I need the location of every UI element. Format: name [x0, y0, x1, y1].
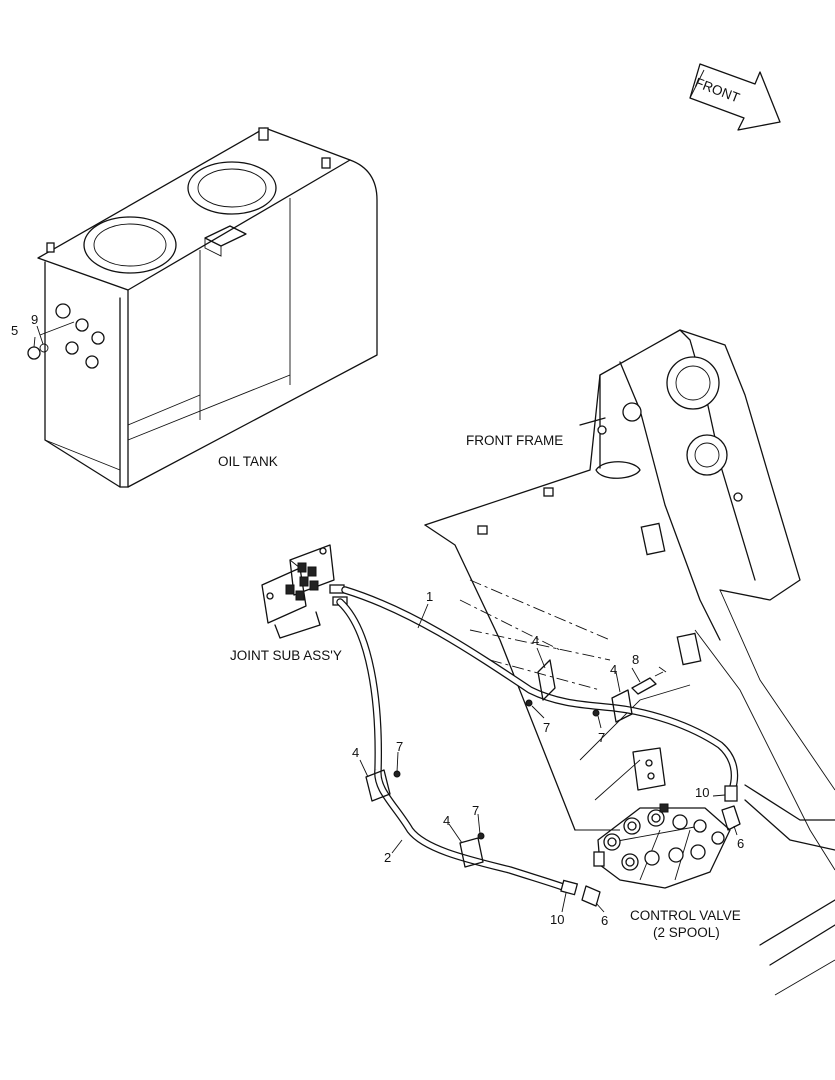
callout-9: 9 [31, 312, 38, 327]
oil-tank-label: OIL TANK [218, 454, 278, 469]
callout-8: 8 [632, 652, 639, 667]
callout-7-a: 7 [543, 720, 550, 735]
callout-4-a: 4 [532, 633, 539, 648]
frame-pivot-lower [686, 434, 728, 476]
part-8-pin [631, 666, 667, 695]
callout-7-b: 7 [598, 730, 605, 745]
tank-port-ring-left [83, 216, 177, 274]
control-valve-label: CONTROL VALVE [630, 908, 741, 923]
o-ring [39, 343, 49, 353]
callout-2: 2 [384, 850, 391, 865]
tank-port-ring-right [187, 161, 277, 215]
callout-6-lower: 6 [601, 913, 608, 928]
callout-10-upper: 10 [695, 785, 709, 800]
callout-7-d: 7 [472, 803, 479, 818]
front-label: FRONT [693, 75, 742, 106]
joint-sub-assy-label: JOINT SUB ASS'Y [230, 648, 342, 663]
drain-plug [27, 346, 41, 360]
hose-1 [341, 586, 739, 794]
callout-1: 1 [426, 589, 433, 604]
clamp-upper-left [525, 659, 556, 707]
front-direction-arrow: FRONT [689, 63, 781, 131]
clamp-lower [459, 832, 485, 868]
fitting-6-lower [581, 885, 601, 907]
frame-pivot-upper [666, 356, 720, 410]
fitting-10-lower [560, 879, 579, 896]
fitting-6-upper [721, 805, 741, 831]
clamp-upper-right [592, 689, 633, 723]
clamp-left [365, 769, 401, 802]
callout-4-d: 4 [443, 813, 450, 828]
hose-2 [336, 598, 570, 892]
callout-leaders [33, 325, 738, 913]
joint-sub-assembly [261, 544, 348, 639]
callout-4-c: 4 [352, 745, 359, 760]
callout-6-upper: 6 [737, 836, 744, 851]
callout-4-b: 4 [610, 662, 617, 677]
callout-7-c: 7 [396, 739, 403, 754]
callout-5: 5 [11, 323, 18, 338]
oil-tank [27, 127, 378, 488]
callout-10-lower: 10 [550, 912, 564, 927]
control-valve [593, 803, 731, 889]
fitting-10-upper [724, 785, 738, 802]
front-frame [424, 329, 835, 996]
front-frame-label: FRONT FRAME [466, 433, 563, 448]
control-valve-spool-label: (2 SPOOL) [653, 925, 720, 940]
